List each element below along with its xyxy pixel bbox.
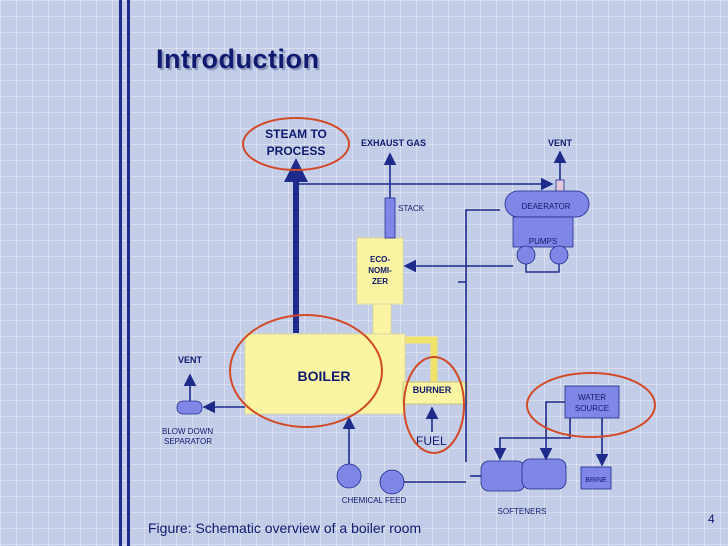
water-source-label-1: WATER [578, 393, 606, 402]
slide-title: Introduction [156, 44, 320, 74]
burner-label: BURNER [413, 385, 452, 395]
chemical-feed-label: CHEMICAL FEED [342, 496, 407, 505]
brine-tank: BRINE [580, 466, 612, 490]
highlight-water-source [526, 372, 656, 438]
left-rule-1 [119, 0, 122, 546]
page-number: 4 [708, 512, 715, 526]
stack-label: STACK [398, 204, 425, 213]
pumps-label: PUMPS [529, 237, 557, 246]
fuel-label: FUEL [416, 434, 447, 448]
blowdown-label-1: BLOW DOWN [162, 427, 213, 436]
deaerator-label: DEAERATOR [521, 202, 570, 211]
flue-pipe [392, 336, 438, 384]
boiler: BOILER [244, 299, 406, 415]
vent-top-label: VENT [548, 138, 573, 148]
stack: STACK [383, 152, 425, 239]
return-line [458, 209, 500, 283]
steam-label-1: STEAM TO [265, 127, 327, 141]
economizer-label-1: ECO- [370, 255, 390, 264]
water-source: WATER SOURCE [493, 385, 620, 467]
softeners: SOFTENERS [470, 458, 567, 516]
highlight-circles [229, 117, 656, 454]
figure-caption: Figure: Schematic overview of a boiler r… [148, 520, 422, 536]
blowdown-label-2: SEPARATOR [164, 437, 212, 446]
boiler-label: BOILER [298, 368, 351, 384]
blow-down-separator: BLOW DOWN SEPARATOR [162, 373, 245, 446]
steam-label-2: PROCESS [267, 144, 326, 158]
pumps: PUMPS [512, 216, 574, 273]
highlight-burner [403, 356, 465, 454]
highlight-steam [242, 117, 350, 171]
softeners-label: SOFTENERS [498, 507, 547, 516]
chemical-feed: CHEMICAL FEED [336, 416, 466, 505]
highlight-boiler [229, 314, 383, 428]
water-source-label-2: SOURCE [575, 404, 609, 413]
economizer: ECO- NOMI- ZER [356, 237, 404, 305]
burner: BURNER [402, 381, 468, 405]
deaerator: DEAERATOR [504, 150, 590, 218]
economizer-label-2: NOMI- [368, 266, 392, 275]
economizer-label-3: ZER [372, 277, 388, 286]
vent-left-label: VENT [178, 355, 203, 365]
exhaust-gas-label: EXHAUST GAS [361, 138, 426, 148]
brine-label: BRINE [585, 477, 607, 484]
left-rule-2 [127, 0, 130, 546]
